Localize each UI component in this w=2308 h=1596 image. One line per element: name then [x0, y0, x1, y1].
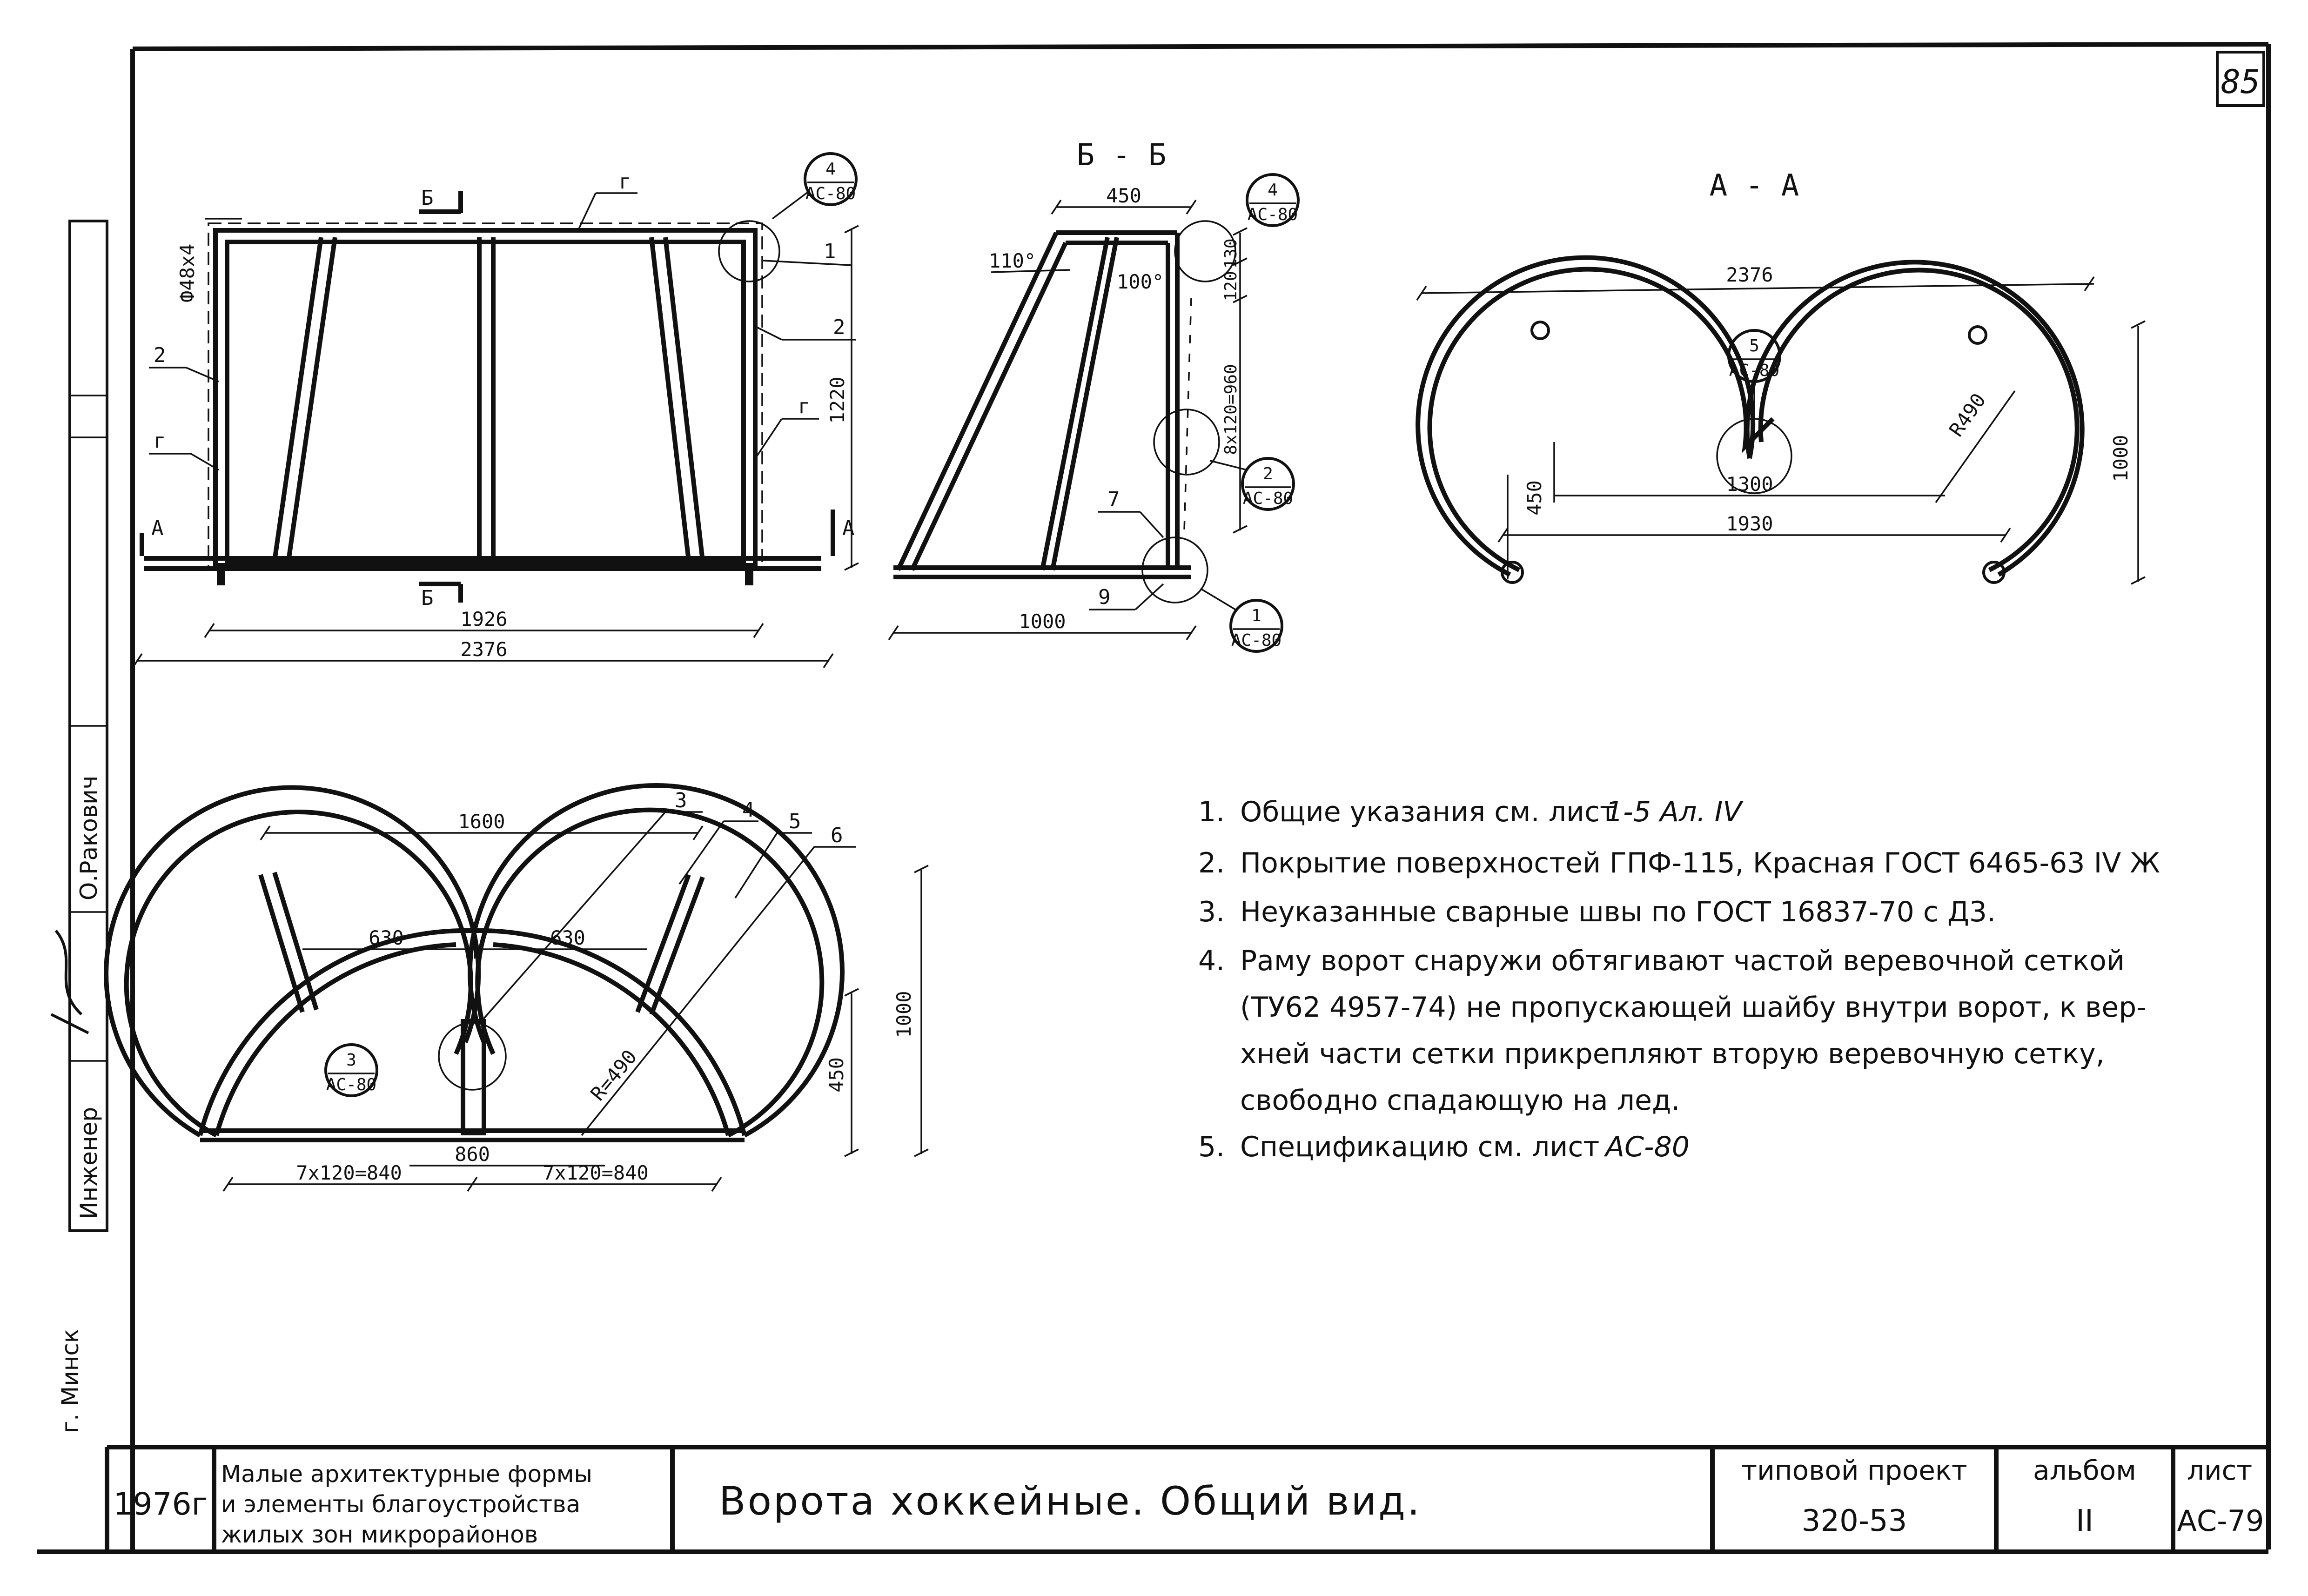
tb-project-number: 320-53 [1802, 1504, 1907, 1538]
callout-g-left: г [154, 429, 166, 453]
front-dim-outer: 2376 [460, 638, 507, 661]
callout-two-right: 2 [833, 315, 845, 339]
section-bb: Б - Б 4 АС-80 2 АС-80 1 АС-80 110° 100 [888, 138, 1300, 653]
note-4-num: 4. [1198, 945, 1225, 977]
page-number: 85 [2221, 63, 2260, 101]
bb-bubble-mid-ref: АС-80 [1243, 489, 1293, 508]
tb-year: 1976г [114, 1486, 208, 1522]
bb-callout-nine: 9 [1098, 585, 1111, 609]
front-dim-inner: 1926 [460, 608, 507, 630]
aa-dim-span: 1930 [1726, 512, 1773, 535]
note-4-line4: свободно спадающую на лед. [1240, 1084, 1680, 1117]
plan-bubble-num: 3 [346, 1051, 356, 1070]
plan-bubble-ref: АС-80 [326, 1075, 376, 1094]
plan-dim-center: 860 [455, 1143, 490, 1166]
plan-dim-height: 1000 [892, 991, 915, 1038]
bb-dim-series: 8х120=960 [1221, 364, 1241, 455]
bb-bubble-bot-num: 1 [1251, 606, 1261, 625]
plan-dim-left-series: 7х120=840 [296, 1161, 402, 1184]
plan-dim-right-series: 7х120=840 [543, 1161, 649, 1184]
note-5-ref: АС-80 [1604, 1131, 1690, 1163]
bb-bubble-mid-num: 2 [1263, 464, 1273, 483]
aa-dim-depth: 450 [1523, 480, 1546, 516]
note-3-num: 3. [1198, 896, 1225, 928]
plan-view: 3 АС-80 3 4 5 6 1600 630 630 R=490 860 7… [104, 783, 929, 1192]
section-aa-title: А - А [1710, 168, 1799, 203]
front-dim-height: 1220 [826, 376, 849, 423]
section-marker-b-bottom: Б [421, 586, 434, 610]
note-5-text: Спецификацию см. лист [1240, 1131, 1599, 1163]
callout-g-top: г [619, 170, 631, 194]
note-4-line2: (ТУ62 4957-74) не пропускающей шайбу вну… [1240, 991, 2147, 1024]
note-2-num: 2. [1198, 847, 1225, 879]
bb-dim-top: 450 [1106, 184, 1141, 207]
callout-one-front: 1 [824, 240, 836, 263]
tb-title: Ворота хоккейные. Общий вид. [719, 1478, 1422, 1524]
title-block: 1976г Малые архитектурные формы и элемен… [105, 1445, 2268, 1552]
sheet-frame: 85 [37, 42, 2271, 1554]
tb-org-line3: жилых зон микрорайонов [221, 1521, 538, 1548]
tb-project-label: типовой проект [1741, 1455, 1967, 1486]
tb-sheet-label: лист [2187, 1455, 2252, 1486]
section-marker-b-top: Б [421, 186, 434, 210]
callout-two-left: 2 [154, 343, 166, 367]
bb-dim-seg1: 120 [1221, 271, 1241, 301]
section-bb-title: Б - Б [1077, 138, 1167, 173]
plan-callout-four: 4 [742, 798, 755, 822]
plan-dim-left: 630 [369, 926, 404, 949]
bb-bubble-top-ref: АС-80 [1248, 205, 1298, 224]
note-1-ref: 1-5 Ал. IV [1605, 796, 1744, 828]
tb-album-number: II [2076, 1504, 2093, 1538]
tb-album-label: альбом [2033, 1455, 2136, 1486]
side-engineer: Инженер [75, 1107, 102, 1219]
callout-g-right: г [798, 395, 811, 418]
plan-dim-depth: 450 [825, 1057, 848, 1093]
note-1-text: Общие указания см. лист [1240, 796, 1616, 828]
aa-dim-height: 1000 [2109, 435, 2132, 482]
plan-callout-five: 5 [789, 810, 801, 833]
aa-dim-radius: R490 [1945, 389, 1990, 441]
section-marker-a-left: А [151, 516, 164, 540]
notes-block: 1. Общие указания см. лист 1-5 Ал. IV 2.… [1198, 796, 2160, 1163]
note-4-text: Раму ворот снаружи обтягивают частой вер… [1240, 945, 2125, 977]
front-bubble-top: 4 [825, 160, 836, 179]
plan-callout-three: 3 [675, 789, 687, 812]
bb-bubble-top-num: 4 [1268, 181, 1278, 200]
plan-callout-six: 6 [831, 824, 843, 847]
front-view: г 1 2 г 2 г Ф48х4 Б Б А А 4 АС-80 [132, 152, 859, 668]
aa-dim-width: 2376 [1726, 263, 1773, 286]
section-marker-a-right: А [842, 516, 855, 540]
note-5-num: 5. [1198, 1131, 1225, 1163]
plan-dim-top: 1600 [458, 810, 505, 833]
note-4-line3: хней части сетки прикрепляют вторую вере… [1240, 1038, 2105, 1070]
bb-dim-bottom: 1000 [1019, 610, 1066, 633]
note-2-text: Покрытие поверхностей ГПФ-115, Красная Г… [1240, 847, 2160, 879]
side-author: О.Ракович [75, 776, 102, 900]
signature-mark [50, 930, 89, 1034]
side-strip: Инженер О.Ракович г. Минск [50, 220, 108, 1433]
tb-org-line1: Малые архитектурные формы [221, 1461, 592, 1488]
note-1-num: 1. [1198, 796, 1225, 828]
plan-dim-right: 630 [550, 926, 585, 949]
bb-dim-seg2: 130 [1221, 238, 1241, 268]
aa-bubble-num: 5 [1749, 336, 1759, 355]
tb-sheet-number: АС-79 [2177, 1504, 2264, 1538]
section-aa: А - А 5 АС-80 2376 1300 1930 450 [1416, 168, 2146, 585]
side-city: г. Минск [57, 1329, 84, 1433]
bb-angle-110: 110° [989, 249, 1036, 272]
aa-dim-inner: 1300 [1726, 473, 1773, 496]
aa-bubble-ref: АС-80 [1729, 361, 1779, 380]
front-bubble-bottom: АС-80 [805, 184, 856, 203]
bb-angle-100: 100° [1117, 270, 1164, 293]
bb-bubble-bot-ref: АС-80 [1231, 631, 1281, 650]
bb-callout-seven: 7 [1107, 488, 1120, 511]
callout-pipe: Ф48х4 [176, 244, 199, 302]
note-3-text: Неуказанные сварные швы по ГОСТ 16837-70… [1240, 896, 1996, 928]
tb-org-line2: и элементы благоустройства [221, 1491, 580, 1518]
